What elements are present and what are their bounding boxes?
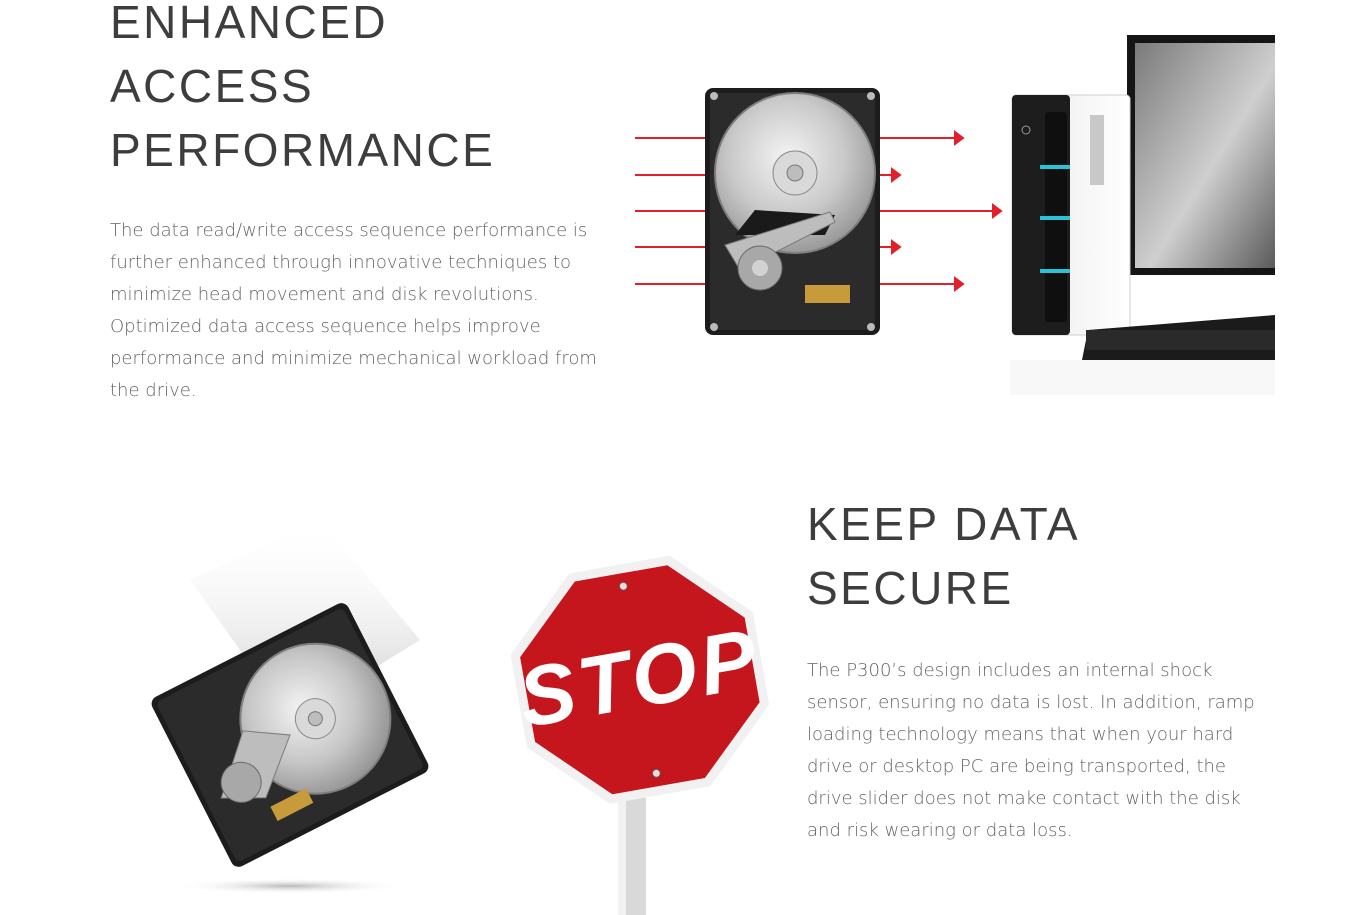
- desktop-pc-icon: [1010, 35, 1275, 395]
- drop-shadow: [175, 878, 405, 894]
- falling-hdd-illustration: [151, 520, 429, 894]
- section-heading-keep-data-secure: KEEP DATA SECURE: [807, 492, 1327, 620]
- led-strip: [1040, 269, 1070, 273]
- incoming-arrows: [635, 137, 708, 285]
- heading-line: ACCESS: [110, 60, 315, 112]
- arrow-head: [954, 276, 965, 292]
- heading-line: SECURE: [807, 562, 1014, 614]
- heading-line: ENHANCED: [110, 0, 389, 48]
- heading-line: PERFORMANCE: [110, 124, 496, 176]
- arrow-head: [891, 167, 902, 183]
- hard-drive-icon: [151, 603, 429, 867]
- power-button-icon: [1021, 125, 1031, 135]
- bolt-icon: [618, 581, 628, 591]
- led-strip: [1040, 165, 1070, 169]
- arrow-head: [992, 203, 1003, 219]
- section-description-access-performance: The data read/write access sequence perf…: [110, 220, 597, 401]
- hdd-transfer-illustration: [635, 35, 1275, 395]
- arrow-head: [954, 130, 965, 146]
- led-strip: [1040, 216, 1070, 220]
- heading-line: KEEP DATA: [807, 498, 1081, 550]
- arrow-head: [891, 239, 902, 255]
- hard-drive-icon: [705, 88, 880, 335]
- stop-sign-illustration: STOP: [510, 555, 770, 915]
- bolt-icon: [651, 768, 661, 778]
- outgoing-arrows: [880, 130, 1003, 292]
- section-description-data-secure: The P300’s design includes an internal s…: [807, 660, 1255, 841]
- section-heading-enhanced-access-performance: ENHANCED ACCESS PERFORMANCE: [110, 0, 590, 182]
- stop-sign-octagon: [520, 565, 760, 795]
